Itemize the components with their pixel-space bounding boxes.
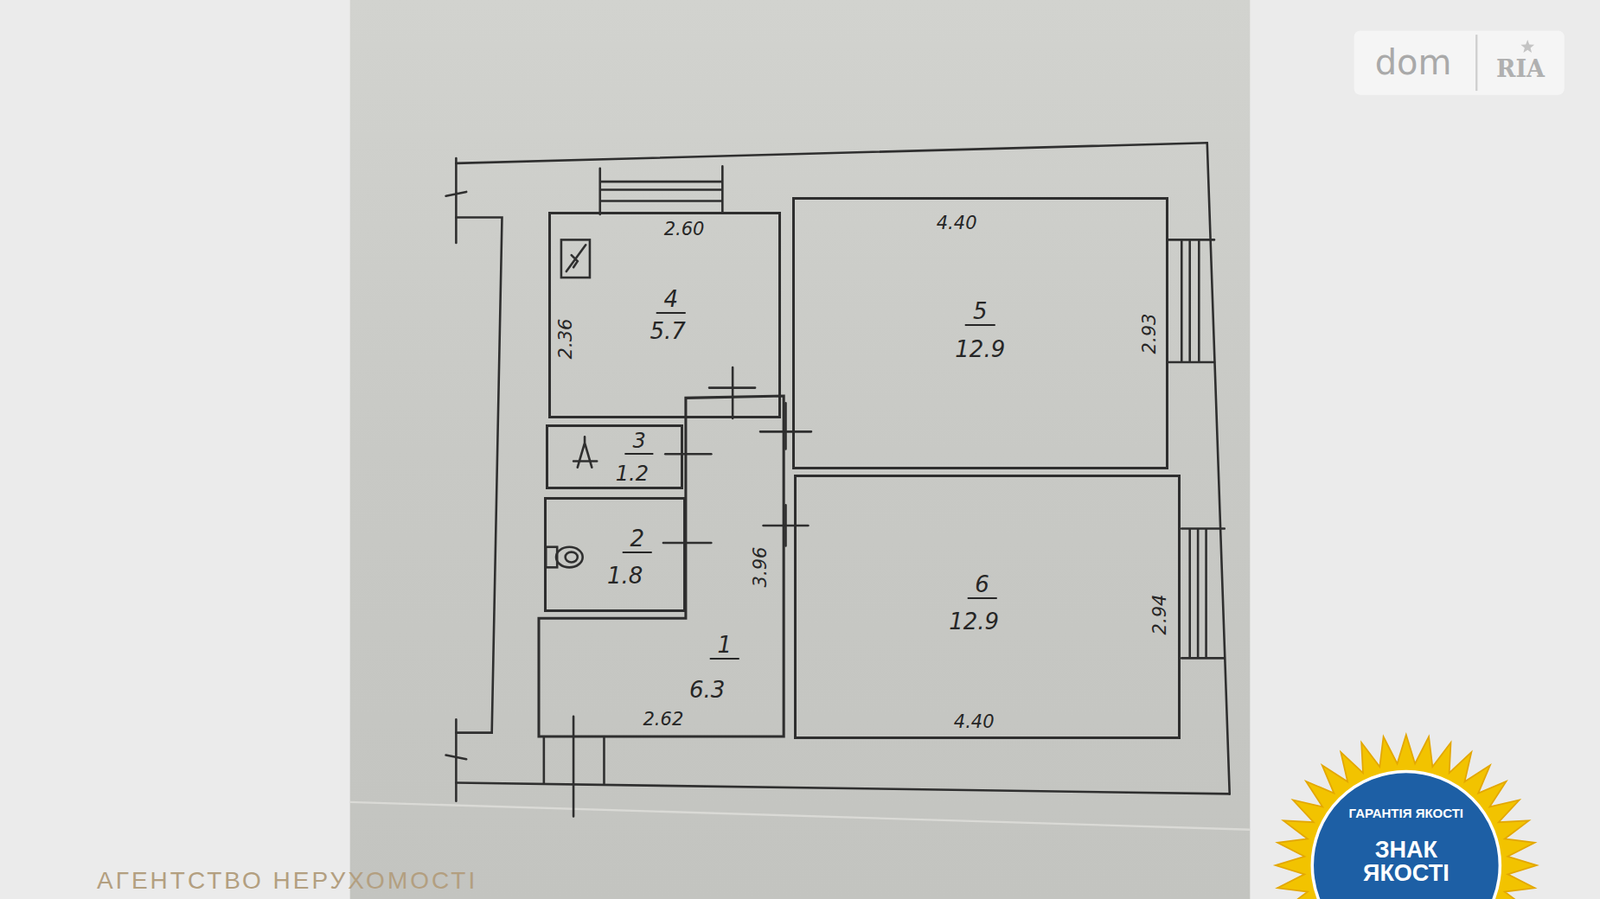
badge-disc: [1312, 771, 1500, 899]
logo-divider: [1475, 34, 1478, 91]
door-tick: [709, 367, 756, 419]
paper-fold: [350, 802, 1251, 831]
room-number: 2: [622, 527, 653, 554]
dimension: 4.40: [936, 213, 978, 232]
dimension: 3.96: [750, 547, 769, 589]
dimension: 4.40: [953, 712, 995, 731]
window-symbol: [1168, 239, 1215, 363]
dimension: 2.94: [1150, 595, 1169, 636]
room-outline-shape: [538, 396, 784, 737]
corridor-outline: [538, 396, 784, 737]
door-tick: [665, 453, 711, 456]
door-tick: [760, 403, 812, 449]
room-area: 5.7: [650, 320, 686, 343]
room-area: 1.2: [615, 463, 649, 485]
outer-wall: [455, 782, 1229, 794]
window-symbol: [600, 166, 724, 214]
room-outline: 21.8: [544, 497, 686, 613]
room-area: 1.8: [607, 564, 643, 588]
room-number: 3: [625, 430, 654, 455]
paper-photo: [350, 0, 1251, 899]
wall-tick: [446, 158, 468, 802]
stove-symbol: [561, 239, 590, 278]
room-number: 1: [709, 633, 740, 660]
room-number: 5: [965, 300, 996, 327]
room-outline: 5 12.9 4.40 2.93: [792, 197, 1169, 470]
dimension: 2.36: [556, 319, 576, 360]
agency-watermark: АГЕНТСТВО НЕРУХОМОСТІ: [96, 869, 478, 894]
badge-text: ГАРАНТІЯ ЯКОСТІ: [1349, 806, 1464, 820]
room-outline: 4 5.7 2.60 2.36: [548, 211, 781, 418]
room-outline: 6 12.9 2.94 4.40: [793, 474, 1181, 741]
dimension: 2.62: [643, 710, 685, 729]
door-tick: [763, 505, 809, 546]
door-tick: [663, 542, 711, 545]
room-area: 12.9: [948, 610, 999, 634]
room-outline: 1 6.3 3.96 2.62: [538, 396, 784, 737]
logo-watermark: RIA: [1496, 57, 1545, 81]
toilet-symbol: [556, 547, 583, 569]
window-symbol: [1181, 528, 1225, 659]
logo-plate: [1354, 30, 1565, 95]
badge-title: ЗНАК ЯКОСТІ: [1341, 838, 1472, 886]
entrance-door: [544, 716, 605, 818]
room-number: 4: [656, 288, 687, 314]
outer-wall: [455, 142, 1207, 164]
room-area: 6.3: [689, 678, 725, 702]
toilet-symbol: [565, 552, 578, 564]
room-number: 6: [966, 573, 998, 600]
logo-watermark: dom: [1375, 44, 1453, 80]
building-walls: [446, 142, 1230, 817]
stove-symbol: [566, 244, 586, 272]
logo-star: [1520, 39, 1535, 53]
room-outline: 31.2: [545, 424, 684, 491]
dimension: 2.93: [1140, 313, 1159, 355]
sun-rays: [1275, 735, 1537, 899]
sink-symbol: [573, 436, 597, 468]
dimension: 2.60: [664, 219, 705, 238]
quality-badge: [1275, 735, 1537, 899]
outer-wall: [455, 217, 502, 733]
room-area: 12.9: [954, 338, 1005, 361]
